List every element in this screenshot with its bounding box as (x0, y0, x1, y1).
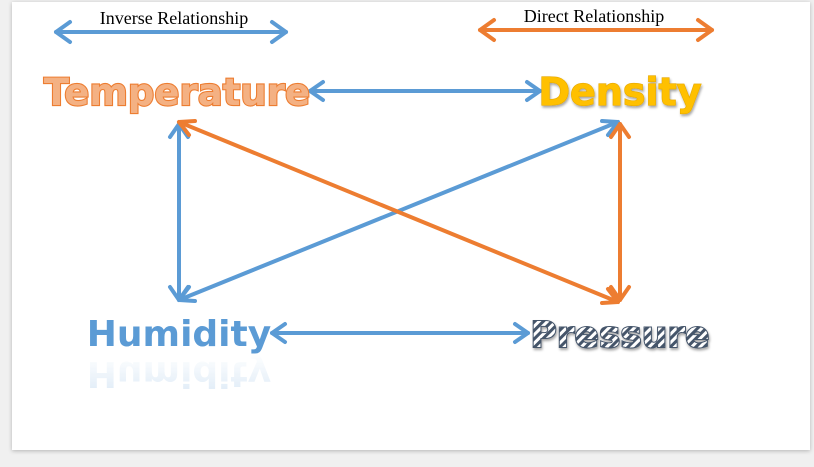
arrow-temperature-density (308, 80, 542, 102)
arrow-temperature-humidity (168, 122, 190, 302)
relationship-diagram: Inverse Relationship Direct Relationship (43, 6, 714, 394)
temperature-label: Temperature (44, 71, 310, 114)
arrow-density-pressure (609, 122, 631, 302)
node-humidity: Humidity Humidity (87, 314, 271, 394)
humidity-reflection: Humidity (87, 353, 271, 394)
legend-direct-arrow (478, 18, 714, 42)
humidity-label: Humidity (87, 314, 271, 355)
node-pressure: Pressure (529, 314, 710, 357)
arrow-temperature-pressure (177, 119, 620, 305)
legend-inverse-label: Inverse Relationship (100, 8, 248, 28)
node-temperature: Temperature (43, 70, 311, 115)
relationship-arrows (168, 80, 631, 344)
arrow-humidity-pressure (270, 322, 530, 344)
legend: Inverse Relationship Direct Relationship (54, 6, 714, 44)
legend-direct-label: Direct Relationship (524, 6, 664, 26)
slide-canvas: Inverse Relationship Direct Relationship (12, 2, 810, 450)
density-label: Density (539, 70, 702, 114)
node-density: Density (538, 69, 702, 114)
pressure-label: Pressure (530, 315, 709, 356)
legend-inverse-arrow (54, 20, 288, 44)
